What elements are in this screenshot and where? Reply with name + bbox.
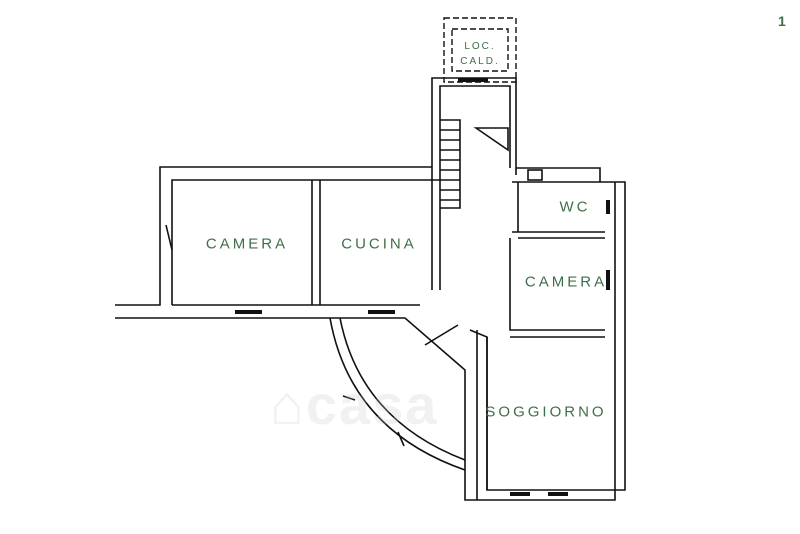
boiler-room-line-1: LOC. xyxy=(464,41,496,52)
boiler-room-line-2: CALD. xyxy=(460,56,500,67)
room-label-kitchen: CUCINA xyxy=(341,235,417,253)
curved-balcony xyxy=(329,317,466,471)
stairwell xyxy=(431,77,517,290)
watermark-logo: ⌂casa xyxy=(270,373,439,436)
room-label-bedroom-right: CAMERA xyxy=(524,273,608,291)
room-label-wc: WC xyxy=(559,198,591,216)
room-label-living-room: SOGGIORNO xyxy=(485,403,607,421)
boiler-room-walls xyxy=(443,17,517,83)
page-number: 1 xyxy=(778,13,786,29)
right-block-walls xyxy=(469,167,626,500)
room-label-boiler-room: LOC. CALD. xyxy=(460,39,499,69)
left-block-walls xyxy=(115,166,616,501)
entry-door xyxy=(424,324,459,346)
room-label-bedroom-left: CAMERA xyxy=(205,235,289,253)
